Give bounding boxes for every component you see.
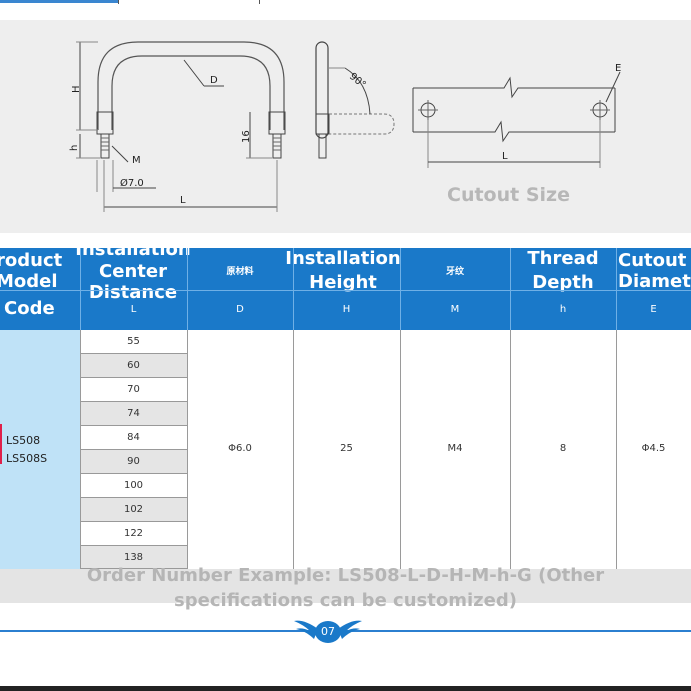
technical-drawing-panel: H D h M Ø7.0 L 16 90° E L Cutout Size	[0, 20, 691, 233]
top-tick	[259, 0, 260, 4]
label-16: 16	[241, 130, 252, 143]
label-E: E	[615, 63, 621, 74]
model-column: LS508 LS508S	[0, 330, 80, 569]
table-header-bg	[0, 248, 691, 330]
side-view-swing-dashed	[329, 113, 395, 135]
top-accent-bar	[0, 0, 118, 3]
top-strip	[0, 0, 691, 8]
header-thread-symbol: M	[450, 304, 460, 315]
header-depth-line1: Thread	[527, 248, 599, 269]
side-view-foot	[315, 113, 330, 135]
header-height-symbol: H	[342, 304, 351, 315]
table-row: 84	[80, 426, 187, 450]
header-depth-symbol: h	[559, 304, 567, 315]
spec-table: roduct Model Code Installation Center Di…	[0, 239, 691, 569]
table-row: 122	[80, 522, 187, 546]
label-phi: Ø7.0	[120, 177, 144, 189]
table-row: 90	[80, 450, 187, 474]
side-view-thread	[318, 133, 327, 159]
footer-bar	[0, 569, 691, 603]
handle-outer-outline	[97, 41, 285, 130]
label-D: D	[210, 75, 218, 86]
label-cutout-L: L	[502, 151, 508, 162]
label-angle: 90°	[347, 71, 368, 91]
value-H: 25	[340, 443, 353, 454]
order-example-line1: Order Number Example: LS508-L-D-H-M-h-G …	[86, 565, 605, 586]
wing-left-icon	[294, 620, 318, 639]
label-H: H	[71, 85, 82, 93]
top-tick	[118, 0, 119, 4]
left-foot	[96, 111, 114, 135]
header-depth-line2: Depth	[532, 272, 594, 293]
page-number-badge: 07	[315, 621, 341, 643]
table-row: 74	[80, 402, 187, 426]
header-cutout-line1: Cutout	[618, 250, 687, 271]
header-cutout-line2: Diamet	[618, 271, 691, 292]
table-row: 55	[80, 330, 187, 354]
label-M: M	[132, 155, 141, 166]
header-model-line1: roduct	[0, 250, 63, 271]
value-E: Φ4.5	[641, 443, 666, 454]
header-material-symbol: D	[236, 304, 244, 315]
wing-right-icon	[338, 620, 362, 639]
model-code-1: LS508	[6, 434, 41, 447]
header-center-line2: Center	[99, 261, 167, 282]
header-cutout-symbol: E	[650, 304, 657, 315]
side-view-body	[315, 41, 329, 139]
table-row: 100	[80, 474, 187, 498]
cutout-top-edge	[413, 76, 615, 99]
right-foot	[268, 111, 286, 135]
table-row: 138	[80, 546, 187, 569]
header-center-line3: Distance	[88, 282, 178, 303]
table-row: 102	[80, 498, 187, 522]
value-h: 8	[559, 443, 567, 454]
header-model-line2: Model	[0, 271, 58, 292]
header-height-line1: Installation	[285, 248, 401, 269]
handle-drawing: H D h M Ø7.0 L 16 90° E L	[69, 41, 621, 212]
value-D: Φ6.0	[228, 443, 252, 454]
header-model-line3: Code	[4, 298, 55, 319]
bottom-bar	[0, 686, 691, 691]
model-code-2: LS508S	[6, 452, 48, 465]
order-example-line2: specifications can be customized)	[174, 590, 517, 611]
model-marker	[0, 424, 2, 464]
table-row: 70	[80, 378, 187, 402]
header-height-line2: Height	[309, 272, 377, 293]
header-center-symbol: L	[130, 304, 137, 315]
label-L: L	[180, 195, 186, 206]
header-thread: 牙纹	[445, 267, 464, 277]
header-center-line1: Installation	[75, 239, 191, 260]
value-M: M4	[447, 443, 463, 454]
header-material: 原材料	[226, 267, 254, 277]
label-h: h	[69, 145, 80, 151]
table-row: 60	[80, 354, 187, 378]
handle-inner-outline	[111, 55, 271, 130]
cutout-size-caption: Cutout Size	[447, 184, 570, 206]
cutout-bottom-edge	[413, 120, 615, 143]
